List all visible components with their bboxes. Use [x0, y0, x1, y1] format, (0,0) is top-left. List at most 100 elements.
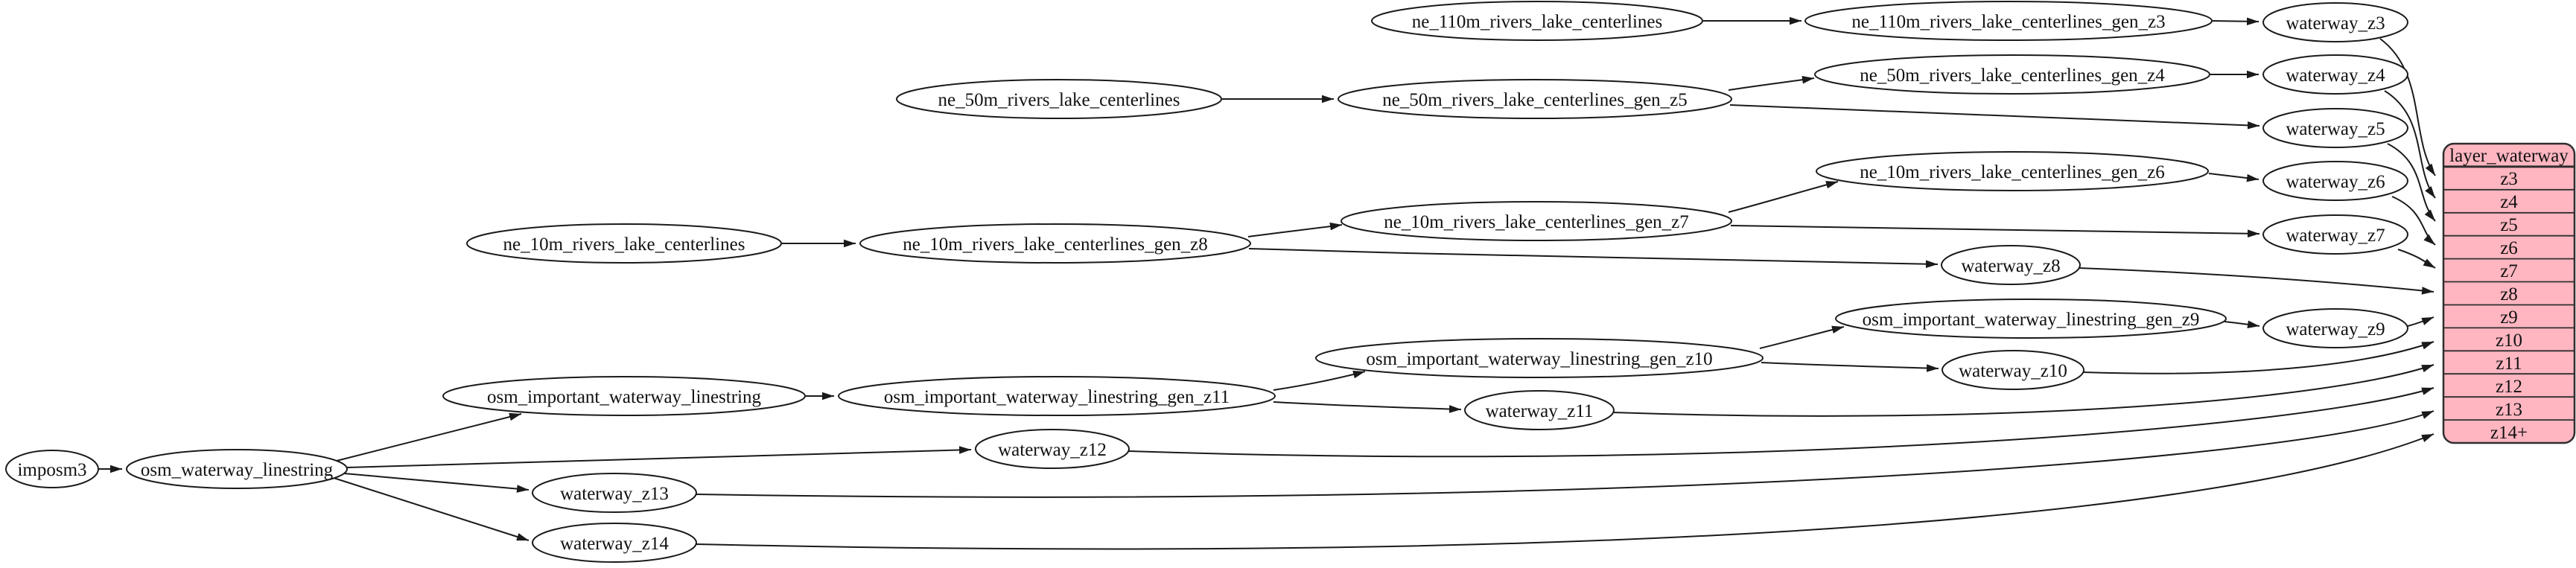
edge-genz7-waterway-z7: [1730, 225, 2260, 238]
table-row-z4: z4: [2500, 192, 2518, 212]
node-waterway-z10: waterway_z10: [1941, 350, 2084, 390]
node-label: ne_10m_rivers_lake_centerlines_gen_z8: [903, 234, 1208, 255]
edge-genz3-waterway-z3: [2212, 17, 2259, 26]
table-title: layer_waterway: [2449, 146, 2569, 166]
node-ne110m-rivers-lake-centerlines: ne_110m_rivers_lake_centerlines: [1371, 1, 1703, 41]
node-label: waterway_z4: [2286, 66, 2385, 86]
node-ne10m-rivers-lake-centerlines: ne_10m_rivers_lake_centerlines: [466, 223, 782, 264]
node-waterway-z11: waterway_z11: [1464, 390, 1615, 430]
node-osm-important-waterway-linestring-gen-z11: osm_important_waterway_linestring_gen_z1…: [838, 376, 1276, 416]
edge-waterway-z6-table: [2391, 196, 2436, 246]
node-label: waterway_z8: [1961, 256, 2060, 276]
edge-genz10-waterway-z10: [1761, 362, 1939, 372]
node-waterway-z6: waterway_z6: [2262, 161, 2408, 201]
edge-genz6-waterway-z6: [2208, 173, 2259, 182]
edge-waterway-z8-table: [2078, 267, 2435, 295]
node-ellipse: [1816, 151, 2209, 191]
table-row-z11: z11: [2496, 354, 2522, 374]
edge-osm-waterway-waterway-z13: [343, 473, 529, 493]
node-label: ne_10m_rivers_lake_centerlines_gen_z6: [1860, 162, 2165, 182]
node-waterway-z9: waterway_z9: [2262, 308, 2408, 348]
node-waterway-z5: waterway_z5: [2262, 108, 2408, 148]
node-label: waterway_z6: [2286, 172, 2385, 192]
edge-layer: [99, 16, 2436, 550]
edge-genz11-waterway-z11: [1273, 401, 1462, 413]
edge-genz10-genz9: [1759, 325, 1845, 349]
node-label: waterway_z3: [2286, 13, 2385, 33]
edge-genz8-genz7: [1247, 222, 1343, 237]
node-waterway-z14: waterway_z14: [532, 523, 697, 563]
node-label: ne_110m_rivers_lake_centerlines: [1412, 12, 1662, 32]
table-row-z13: z13: [2496, 400, 2522, 420]
edge-waterway-z3-table: [2379, 38, 2436, 176]
node-label: waterway_z12: [998, 440, 1107, 460]
edge-osm-waterway-waterway-z12: [346, 446, 972, 468]
table-row-z9: z9: [2500, 307, 2518, 328]
node-ellipse: [1315, 338, 1764, 378]
node-ne110m-rivers-lake-centerlines-gen-z3: ne_110m_rivers_lake_centerlines_gen_z3: [1804, 1, 2213, 41]
edge-waterway-z10-table: [2082, 341, 2435, 374]
node-ne50m-rivers-lake-centerlines: ne_50m_rivers_lake_centerlines: [896, 79, 1222, 119]
node-ellipse: [1338, 79, 1732, 119]
node-label: waterway_z11: [1486, 401, 1594, 421]
edge-waterway-z5-table: [2387, 143, 2436, 222]
node-label: waterway_z10: [1959, 361, 2067, 381]
node-label: waterway_z7: [2286, 226, 2385, 246]
node-osm-important-waterway-linestring-gen-z10: osm_important_waterway_linestring_gen_z1…: [1315, 338, 1764, 378]
node-ellipse: [2262, 2, 2408, 42]
node-waterway-z13: waterway_z13: [532, 473, 697, 513]
node-layer: imposm3 osm_waterway_linestring ne_110m_…: [5, 1, 2408, 563]
node-ellipse: [1941, 245, 2081, 285]
node-ellipse: [1814, 54, 2210, 95]
node-label: ne_110m_rivers_lake_centerlines_gen_z3: [1851, 12, 2165, 32]
node-ellipse: [5, 450, 99, 488]
edge-waterway-z7-table: [2397, 249, 2436, 269]
node-ellipse: [859, 223, 1251, 264]
node-label: ne_50m_rivers_lake_centerlines: [938, 90, 1180, 110]
edge-waterway-z4-table: [2384, 90, 2436, 199]
node-label: osm_waterway_linestring: [141, 460, 334, 480]
node-ellipse: [1341, 201, 1732, 241]
node-waterway-z4: waterway_z4: [2262, 54, 2408, 95]
node-ne10m-rivers-lake-centerlines-gen-z8: ne_10m_rivers_lake_centerlines_gen_z8: [859, 223, 1251, 264]
layer-waterway-table: layer_waterway z3 z4 z5 z6 z7 z8 z9 z10 …: [2442, 142, 2576, 444]
node-ellipse: [532, 473, 697, 513]
edge-waterway-z9-table: [2407, 316, 2435, 327]
node-label: osm_important_waterway_linestring_gen_z1…: [1366, 349, 1712, 369]
edge-genz8-waterway-z8: [1248, 248, 1939, 269]
node-imposm3: imposm3: [5, 450, 99, 488]
edge-genz11-genz10: [1273, 370, 1366, 391]
node-ellipse: [1804, 1, 2213, 41]
node-osm-waterway-linestring: osm_waterway_linestring: [126, 449, 348, 489]
node-ne10m-rivers-lake-centerlines-gen-z7: ne_10m_rivers_lake_centerlines_gen_z7: [1341, 201, 1732, 241]
node-osm-important-waterway-linestring: osm_important_waterway_linestring: [442, 376, 806, 416]
node-waterway-z7: waterway_z7: [2262, 214, 2408, 255]
node-ellipse: [2262, 54, 2408, 95]
table-row-z10: z10: [2496, 331, 2522, 351]
edge-waterway-z14-table: [696, 433, 2435, 550]
node-label: waterway_z5: [2286, 119, 2385, 139]
node-ellipse: [126, 449, 348, 489]
node-ne50m-rivers-lake-centerlines-gen-z4: ne_50m_rivers_lake_centerlines_gen_z4: [1814, 54, 2210, 95]
node-label: osm_important_waterway_linestring_gen_z1…: [884, 387, 1230, 407]
node-ellipse: [1464, 390, 1615, 430]
table-row-z3: z3: [2500, 169, 2518, 189]
table-row-z12: z12: [2496, 377, 2522, 397]
edge-genz5-waterway-z5: [1729, 104, 2260, 130]
table-row-z8: z8: [2500, 284, 2518, 304]
node-label: ne_10m_rivers_lake_centerlines: [503, 234, 745, 255]
node-label: waterway_z14: [560, 534, 669, 554]
edge-waterway-z11-table: [1612, 364, 2435, 417]
node-ellipse: [466, 223, 782, 264]
node-label: waterway_z9: [2286, 319, 2385, 339]
edge-genz5-genz4: [1728, 75, 1815, 91]
node-label: osm_important_waterway_linestring_gen_z9: [1863, 310, 2200, 330]
table-row-z6: z6: [2500, 238, 2518, 258]
node-osm-important-waterway-linestring-gen-z9: osm_important_waterway_linestring_gen_z9: [1835, 299, 2227, 339]
node-ellipse: [1941, 350, 2084, 390]
node-label: waterway_z13: [560, 484, 669, 504]
node-waterway-z3: waterway_z3: [2262, 2, 2408, 42]
node-ellipse: [1835, 299, 2227, 339]
